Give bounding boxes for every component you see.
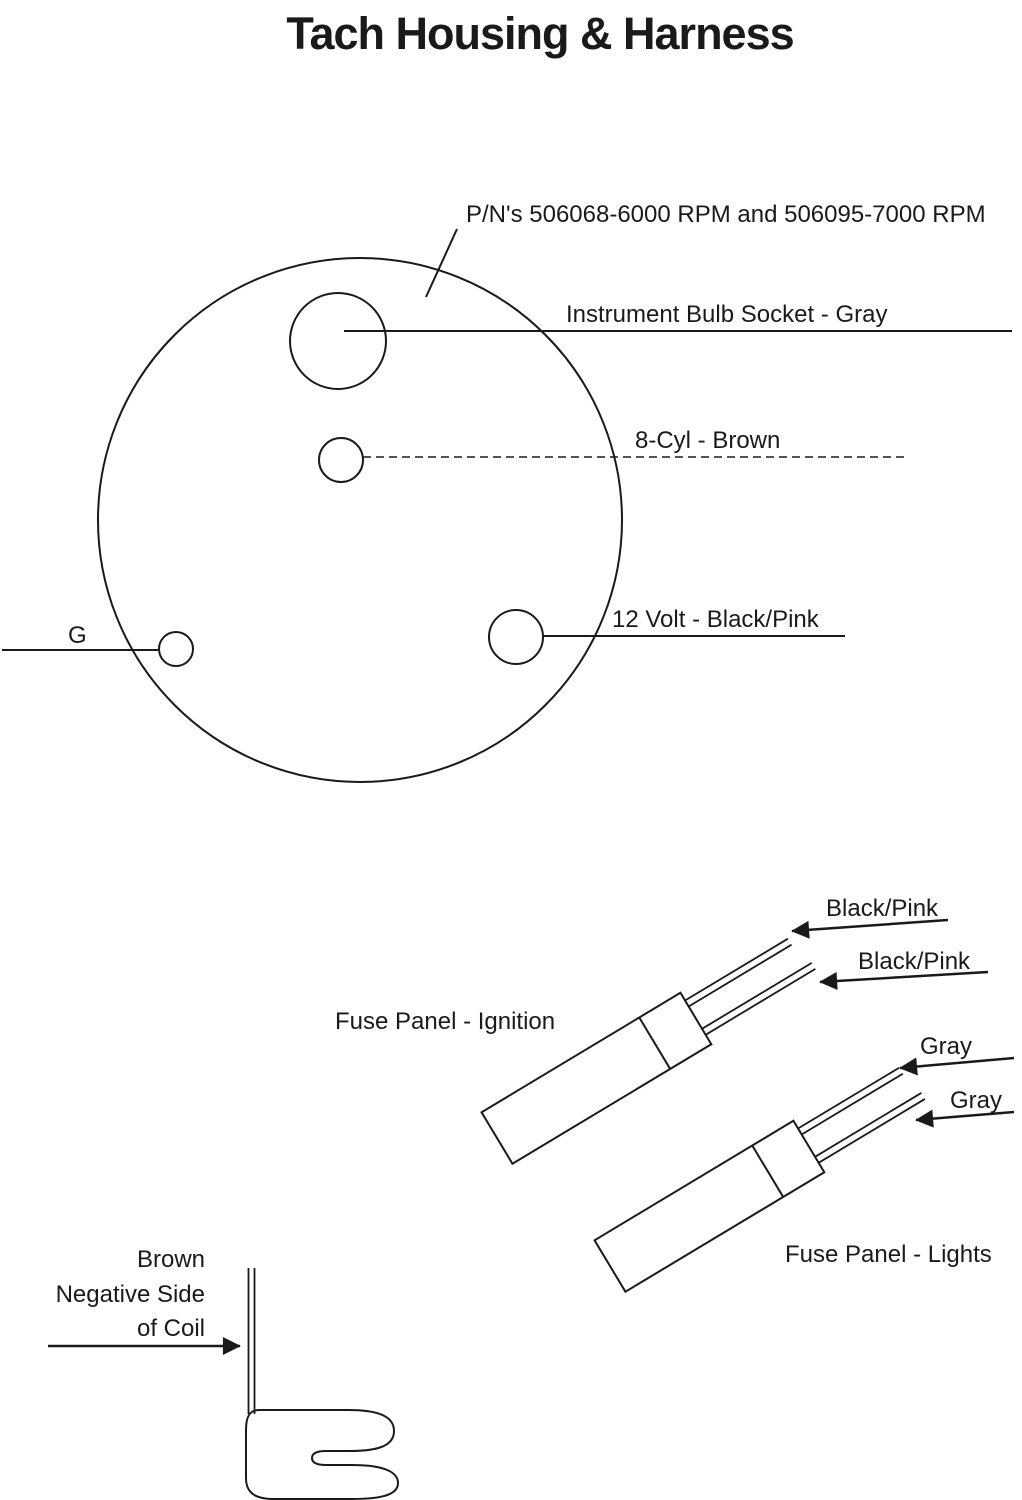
fuse-panel-ignition-label: Fuse Panel - Ignition	[335, 1008, 555, 1035]
lights-connector	[593, 1066, 926, 1294]
ignition-wire-2-label: Black/Pink	[858, 948, 971, 975]
ignition-wire-1-arrow	[791, 918, 949, 939]
lights-wire-2-edge	[814, 1092, 922, 1158]
ignition-wire-2-arrow	[819, 970, 989, 990]
ignition-wire-2-edge	[705, 968, 816, 1036]
ignition-connector-divider	[638, 1017, 672, 1070]
ground-label: G	[68, 622, 87, 649]
coil-note-line-3: of Coil	[137, 1315, 205, 1342]
lights-wire-2-arrow	[915, 1109, 1015, 1128]
lights-wire-1-edge	[797, 1066, 900, 1130]
lights-wire-1-label: Gray	[920, 1033, 972, 1060]
ignition-wire-1-edge	[688, 943, 792, 1008]
lights-connector-divider	[751, 1145, 785, 1198]
lights-wire-1-edge	[801, 1072, 904, 1136]
twelve-volt-label: 12 Volt - Black/Pink	[612, 606, 820, 633]
ground-socket-circle	[158, 631, 194, 667]
part-numbers-label: P/N's 506068-6000 RPM and 506095-7000 RP…	[466, 201, 986, 228]
lights-connector-body	[593, 1119, 826, 1294]
coil-note-line-1: Brown	[137, 1246, 205, 1273]
lights-wire-2-edge	[818, 1098, 926, 1164]
twelve-volt-socket-circle	[488, 609, 544, 665]
ignition-wire-1-edge	[684, 937, 789, 1002]
eight-cyl-socket-circle	[318, 437, 364, 483]
coil-note-line-2: Negative Side	[56, 1281, 205, 1308]
page-title: Tach Housing & Harness	[286, 8, 793, 59]
tach-housing-outline	[97, 257, 623, 783]
coil-spade-terminal	[245, 1409, 400, 1500]
ignition-connector-body	[480, 991, 713, 1166]
lights-wire-2-label: Gray	[950, 1087, 1002, 1114]
fuse-panel-lights-label: Fuse Panel - Lights	[785, 1241, 992, 1268]
lights-wire-1-arrow	[899, 1056, 1015, 1076]
ignition-wire-1-label: Black/Pink	[826, 895, 939, 922]
ignition-connector	[480, 937, 816, 1166]
instrument-bulb-socket-label: Instrument Bulb Socket - Gray	[566, 301, 887, 328]
ignition-wire-2-edge	[701, 962, 813, 1030]
eight-cyl-label: 8-Cyl - Brown	[635, 427, 780, 454]
instrument-bulb-socket-circle	[289, 292, 387, 390]
part-numbers-leader-line	[425, 228, 458, 298]
